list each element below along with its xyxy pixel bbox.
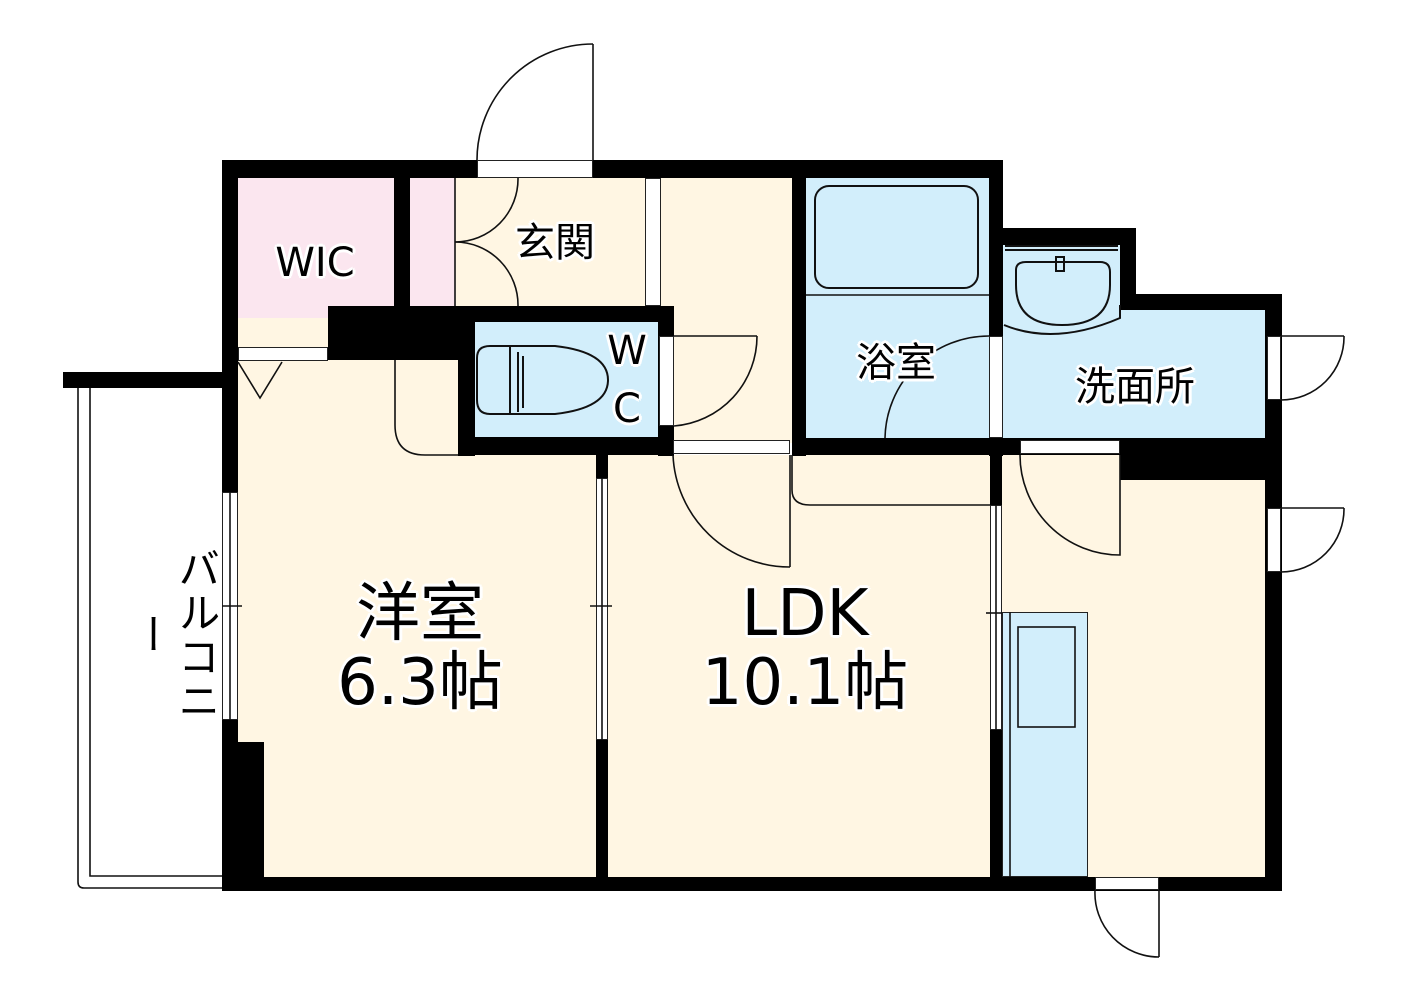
kitchen-window[interactable] [1267,508,1281,572]
balcony-top-wall [63,372,223,388]
wall-kitchen-block [1120,438,1282,480]
sink-icon [1003,245,1121,335]
ldk-size: 10.1帖 [701,646,909,721]
kitchen-counter [1002,612,1088,877]
bathroom-label: 浴室 [856,340,936,386]
wall-wic-bottom [328,306,458,360]
washroom-door-opening[interactable] [1020,440,1120,454]
wc-label-w: W [607,328,647,374]
wall-top-left [222,160,477,178]
balcony-outline [77,388,222,889]
hall-ldk-opening[interactable] [673,440,790,454]
washroom-door-swing-icon [1019,454,1121,556]
wall-wc-top [458,306,674,322]
ldk-label: LDK 10.1帖 [660,577,950,721]
wic-floor [238,178,394,318]
back-door-swing-icon [1094,889,1160,958]
wall-wic-right [394,178,410,340]
wall-bath-left [792,160,806,456]
ldk-name: LDK [741,577,869,651]
wall-wash-step [1120,228,1136,310]
wc-door-opening[interactable] [659,336,674,426]
wash-window-swing-icon [1280,335,1345,401]
western-room-size: 6.3帖 [337,646,503,721]
wc-floor [475,322,658,437]
bath-door-swing-icon [884,335,990,439]
entrance-door-opening[interactable] [477,160,593,178]
toilet-icon [476,345,610,415]
kitchen-back-door[interactable] [1095,877,1159,890]
wall-wash-top [989,228,1136,245]
wc-label-c: C [613,386,641,432]
bathtub-icon [814,185,979,289]
western-room-name: 洋室 [356,577,484,651]
wc-door-swing-icon [673,335,758,427]
bath-door-opening[interactable] [989,336,1003,438]
entrance-inner-door-icon [454,177,519,307]
entrance-closet-sliding[interactable] [645,178,661,306]
washroom-floor [1002,245,1120,438]
kitchen-window-swing-icon [1280,507,1345,573]
wic-door-icon [237,361,283,400]
wall-bottom [222,877,1282,891]
washroom-label: 洗面所 [1075,364,1195,410]
entrance-storage-floor [410,178,455,306]
wall-wc-left [458,306,475,456]
wic-door-opening[interactable] [238,347,328,361]
wash-window[interactable] [1267,336,1281,400]
entrance-label: 玄関 [515,220,595,266]
wall-wash-top-east [1120,294,1282,310]
kitchen-counter-icon [1017,626,1076,728]
balcony-label: バルコニー [126,547,221,723]
ldk-floor [608,455,990,877]
washroom-floor-east [1120,310,1265,438]
ldk-door-swing-icon [672,454,791,568]
entrance-door-swing-icon [476,43,594,161]
hall-floor [660,178,795,443]
wall-left-pier [222,742,264,890]
western-room-label: 洋室 6.3帖 [300,577,540,721]
wic-label: WIC [275,240,355,286]
wall-wc-bottom [458,437,674,455]
wall-bath-bottom [792,438,1003,455]
bathroom-floor [806,178,989,438]
